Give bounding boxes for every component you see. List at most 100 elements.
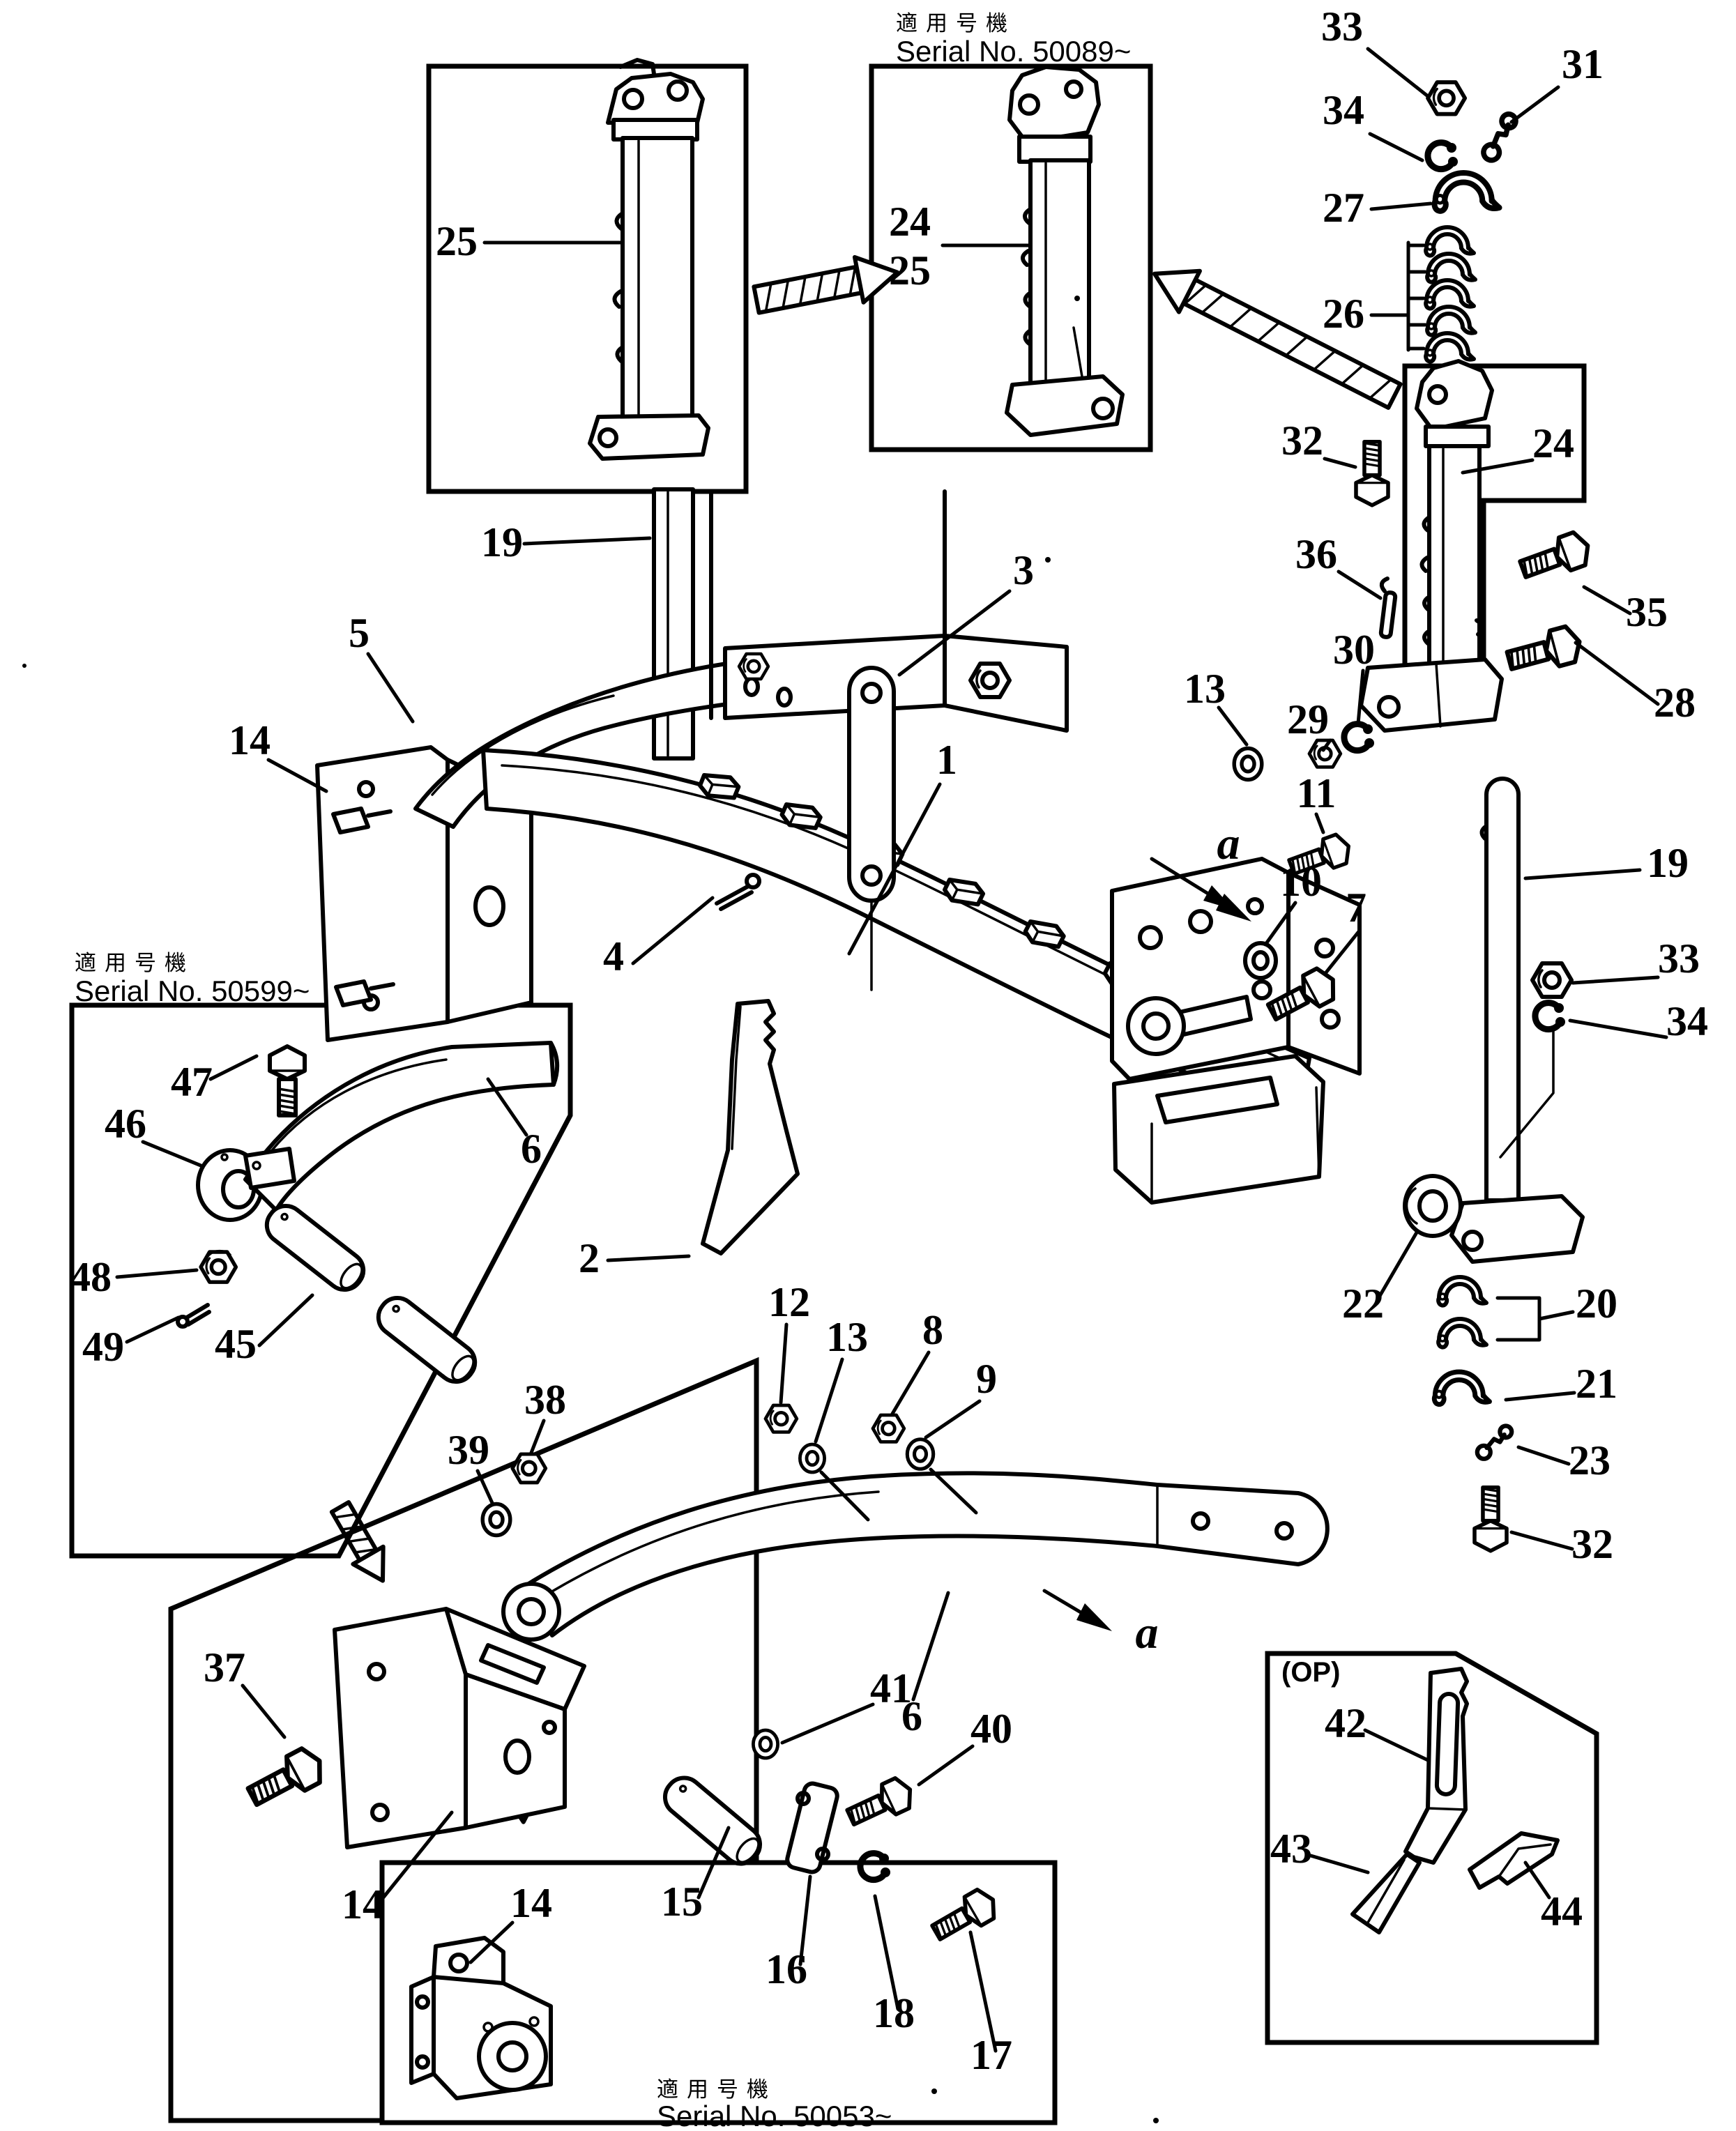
clamp-set-26 (1406, 227, 1475, 362)
callout-34-lower: 34 (1666, 998, 1708, 1044)
callout-42: 42 (1325, 1700, 1366, 1746)
callout-5: 5 (349, 610, 370, 656)
callout-43: 43 (1270, 1826, 1312, 1872)
op-protector-44 (1468, 1831, 1560, 1890)
bolt-37 (243, 1744, 328, 1814)
hatched-arrow-right (752, 250, 902, 322)
callout-46: 46 (105, 1101, 146, 1147)
callout-37: 37 (204, 1644, 245, 1690)
nut-33-upper (1428, 82, 1465, 114)
callout-13-upper: 13 (1184, 666, 1226, 712)
box-cylinder-25-old (426, 63, 749, 494)
callout-47: 47 (171, 1059, 213, 1105)
section-arrow-a-lower (1042, 1589, 1112, 1631)
callout-21: 21 (1576, 1361, 1617, 1407)
clamp-pair-20 (1438, 1277, 1541, 1347)
callout-12: 12 (768, 1279, 810, 1325)
callout-14-upper: 14 (229, 717, 271, 763)
rod-19-right (1449, 777, 1585, 1264)
callout-3: 3 (1013, 547, 1034, 593)
washer-13-lower (800, 1444, 824, 1472)
grease-fitting-23 (1477, 1426, 1512, 1459)
arm-6-lower (501, 1471, 1330, 1642)
washer-9 (907, 1439, 933, 1469)
cotter-pin-49 (176, 1303, 211, 1329)
nut-33-lower (1532, 963, 1571, 997)
ripper-shank-2 (701, 999, 800, 1255)
washer-41 (753, 1730, 777, 1758)
callout-44: 44 (1541, 1888, 1583, 1934)
dot (931, 2088, 937, 2094)
bolt-40 (844, 1775, 917, 1833)
callout-14-detail: 14 (510, 1880, 552, 1926)
dot (1074, 296, 1080, 301)
pin-45b (371, 1290, 482, 1389)
callout-17: 17 (970, 2032, 1012, 2078)
bracket-14-upper (315, 745, 533, 1042)
dot (1045, 557, 1051, 563)
assembly-line-34 (1499, 1029, 1555, 1159)
hydraulic-cylinder-25 (588, 58, 710, 461)
callout-7: 7 (1346, 885, 1366, 931)
assembly-lines (819, 1467, 978, 1522)
callout-24-box: 24 (889, 199, 931, 245)
callout-48: 48 (70, 1254, 112, 1300)
cotter-pin-4 (715, 873, 761, 911)
bolt-35 (1517, 529, 1594, 586)
serial-50053-jp: 適用号機 (657, 2077, 777, 2102)
bolt-28 (1505, 624, 1584, 678)
link-pin-3 (847, 666, 896, 991)
hatched-arrow-upleft (1144, 253, 1405, 416)
clamp-27 (1435, 173, 1500, 211)
serial-50053-en: Serial No. 50053~ (657, 2100, 892, 2131)
clamp-21 (1434, 1372, 1489, 1405)
section-arrow-a-upper (1150, 857, 1251, 922)
callout-16: 16 (766, 1946, 807, 1992)
callout-25-box: 25 (889, 247, 931, 293)
nut-38 (512, 1454, 546, 1483)
callout-2: 2 (579, 1235, 600, 1281)
callout-34-upper: 34 (1323, 87, 1364, 133)
snap-ring-34-upper (1428, 143, 1456, 169)
callout-41: 41 (870, 1665, 912, 1711)
callout-40: 40 (970, 1706, 1012, 1752)
callout-30: 30 (1333, 627, 1375, 673)
callout-13-lower: 13 (826, 1314, 868, 1360)
washer-10 (1245, 943, 1276, 978)
bolt-47 (270, 1046, 305, 1115)
callout-39: 39 (448, 1427, 489, 1473)
dot (1153, 2118, 1159, 2123)
callout-33-lower: 33 (1658, 935, 1700, 982)
callout-23: 23 (1569, 1437, 1611, 1483)
pin-36 (1378, 576, 1398, 639)
callout-4: 4 (603, 933, 624, 979)
callout-8: 8 (922, 1307, 943, 1353)
callout-9: 9 (976, 1356, 997, 1402)
leader-lines (115, 47, 1668, 2053)
callout-32-lower: 32 (1571, 1521, 1613, 1567)
washer-13-upper (1234, 749, 1262, 780)
callout-28: 28 (1654, 680, 1696, 726)
callout-19-left: 19 (481, 519, 523, 565)
bolt-32-lower (1475, 1488, 1507, 1551)
box-op (1265, 1651, 1599, 2045)
washer-22 (1403, 1174, 1463, 1238)
callout-10: 10 (1280, 859, 1322, 905)
pin-45a (259, 1198, 370, 1297)
callout-14-lower: 14 (342, 1881, 383, 1927)
serial-50089-jp: 適用号機 (896, 11, 1016, 36)
callout-19-right: 19 (1647, 840, 1689, 886)
callout-32-upper: 32 (1281, 418, 1323, 464)
callout-31: 31 (1562, 41, 1604, 87)
op-point-43 (1350, 1852, 1422, 1934)
serial-50599-en: Serial No. 50599~ (75, 975, 310, 1007)
op-shank-42 (1403, 1667, 1469, 1865)
callout-38: 38 (524, 1377, 566, 1423)
op-label: (OP) (1281, 1657, 1340, 1688)
serial-50089-en: Serial No. 50089~ (896, 35, 1131, 68)
callout-33-upper: 33 (1321, 3, 1363, 49)
nut-12 (766, 1405, 797, 1432)
plate-16 (785, 1781, 839, 1874)
grease-fitting-31 (1475, 112, 1525, 162)
